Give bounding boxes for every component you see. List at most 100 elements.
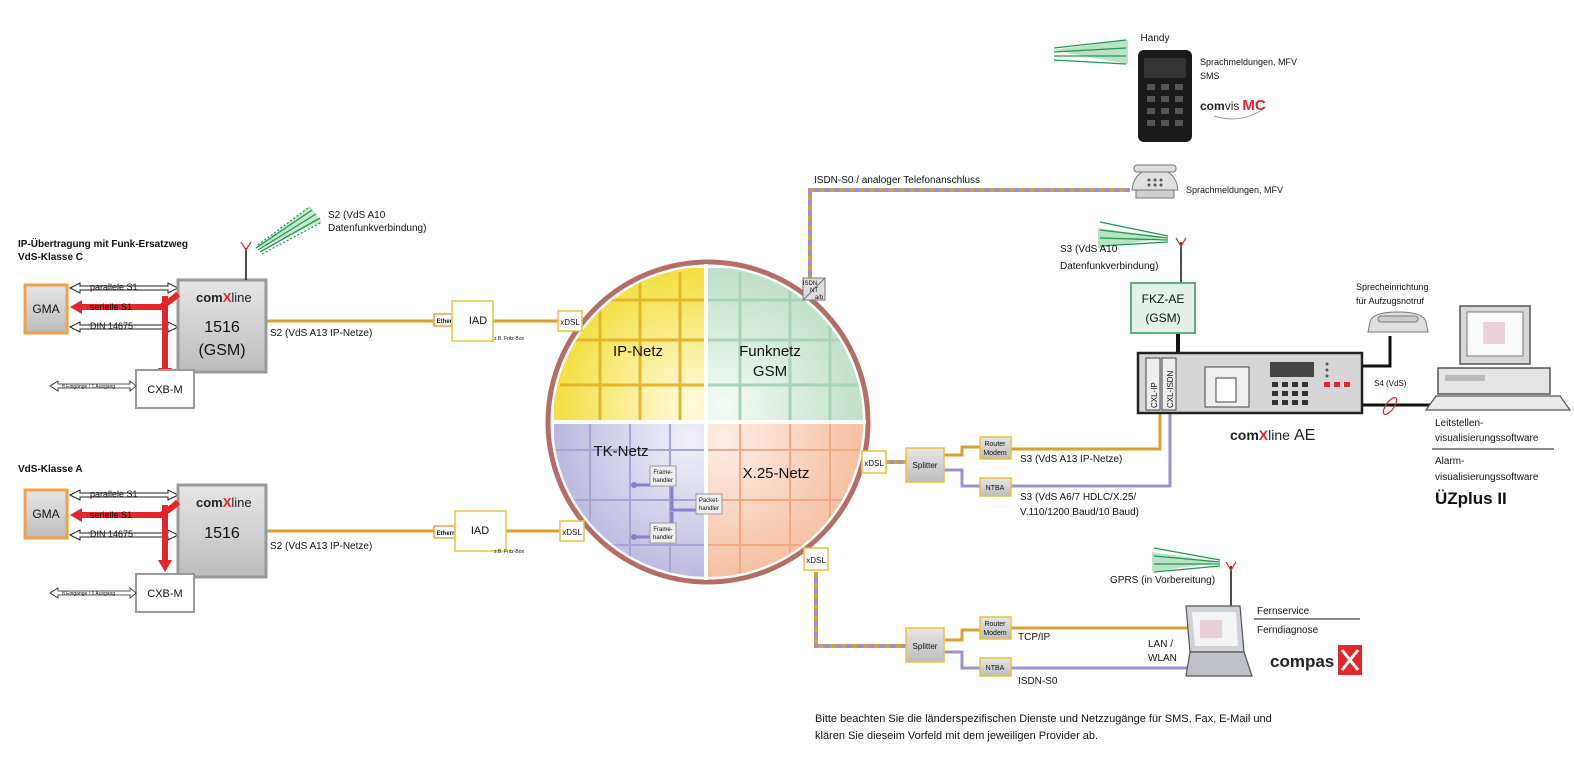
svg-text:xDSL: xDSL <box>560 318 580 327</box>
telephone-icon <box>1131 164 1179 199</box>
router-modem-bottom <box>979 616 1012 640</box>
label-radio-top-l1: S2 (VdS A10 <box>328 210 386 221</box>
label-alarm-l1: Alarm- <box>1435 456 1464 467</box>
xdsl-box-right: xDSL <box>861 450 887 474</box>
svg-text:xDSL: xDSL <box>562 528 582 537</box>
network-circle: IP-Netz Funknetz GSM TK-Netz X.25-Netz F… <box>545 259 887 585</box>
label-parallel-bottom: parallele S1 <box>90 489 138 499</box>
label-link-top: S2 (VdS A13 IP-Netze) <box>270 328 372 339</box>
label-io-top: 8 Eingänge / 1 Ausgang <box>62 384 115 390</box>
label-isdn-s0-bottom: ISDN-S0 <box>1018 676 1058 687</box>
cxb-m-top <box>135 369 195 409</box>
frame-handler-2: Frame- handler <box>649 522 677 544</box>
intercom-icon <box>1367 311 1429 333</box>
xdsl-box-bottom-left <box>559 520 585 542</box>
label-s4: S4 (VdS) <box>1374 379 1407 388</box>
label-sprech-l2: für Aufzugsnotruf <box>1356 296 1425 306</box>
top-group: ISDN-S0 / analoger Telefonanschluss Hand… <box>814 33 1297 199</box>
ntba-bottom <box>979 657 1012 677</box>
iad-box-top <box>451 300 494 342</box>
svg-text:ISDN: ISDN <box>803 281 817 287</box>
label-s3-radio-l1: S3 (VdS A10 <box>1060 244 1118 255</box>
svg-text:xDSL: xDSL <box>806 556 826 565</box>
pc-workstation <box>1424 305 1572 411</box>
label-s3-radio-l2: Datenfunkverbindung) <box>1060 261 1158 272</box>
laptop-icon <box>1185 605 1253 677</box>
svg-text:Frame-: Frame- <box>653 527 672 533</box>
svg-text:NT: NT <box>810 288 818 294</box>
iad-box-bottom <box>454 510 507 552</box>
link-router-ae <box>944 445 980 457</box>
right-group: S3 (VdS A10 Datenfunkverbindung) FKZ-AE … <box>905 221 1572 518</box>
svg-text:CXL-ISDN: CXL-ISDN <box>1166 370 1175 408</box>
ntba-right <box>979 477 1012 497</box>
comxline-ae-device: CXL-IP CXL-ISDN <box>1136 351 1364 415</box>
bottom-group: GPRS (in Vorbereitung) Splitter Router M… <box>815 547 1362 742</box>
svg-text:xDSL: xDSL <box>864 459 884 468</box>
svg-text:Splitter: Splitter <box>913 642 938 651</box>
fkz-ae-box <box>1130 282 1196 334</box>
label-tk-netz: TK-Netz <box>593 443 648 460</box>
svg-text:IAD: IAD <box>471 525 489 537</box>
svg-text:IAD: IAD <box>469 315 487 327</box>
link-ntba-ae <box>944 468 980 488</box>
isdn-nt-box: ISDN NT a/b <box>802 277 826 301</box>
label-handy: Handy <box>1141 33 1170 44</box>
svg-text:NTBA: NTBA <box>986 665 1005 672</box>
label-handy-l1: Sprachmeldungen, MFV <box>1200 57 1297 67</box>
svg-text:Splitter: Splitter <box>913 461 938 470</box>
comxline-1516 <box>176 483 268 579</box>
signal-waves-gprs <box>1152 547 1221 573</box>
heading-vds-a: VdS-Klasse A <box>18 464 83 475</box>
svg-text:1516: 1516 <box>204 525 240 542</box>
label-phone: Sprachmeldungen, MFV <box>1186 185 1283 195</box>
label-ferndiagnose: Ferndiagnose <box>1257 625 1319 636</box>
svg-text:GMA: GMA <box>32 507 59 521</box>
label-uzplus: ÜZplus II <box>1435 489 1507 508</box>
xdsl-box-bottom: xDSL <box>803 547 829 571</box>
compas-logo: compas <box>1270 652 1334 671</box>
label-link-bottom: S2 (VdS A13 IP-Netze) <box>270 541 372 552</box>
label-serial-top: serielle S1 <box>90 302 132 312</box>
label-fritz-top: z.B. Fritz-Box <box>494 336 525 342</box>
svg-text:Modem: Modem <box>983 450 1007 457</box>
heading-vds-c: VdS-Klasse C <box>18 252 83 263</box>
signal-waves-fkz <box>1098 221 1169 248</box>
compas-x-mark <box>1338 645 1362 675</box>
link-bottom-branch <box>814 572 906 648</box>
comxline-1516-gsm <box>176 278 268 374</box>
label-isdn-s0: ISDN-S0 / analoger Telefonanschluss <box>814 175 980 186</box>
gma-box-top <box>23 283 69 335</box>
svg-text:handler: handler <box>699 506 719 512</box>
packet-handler: Packet- handler <box>695 493 723 515</box>
label-funknetz: Funknetz <box>739 343 801 360</box>
label-gsm: GSM <box>753 363 787 380</box>
label-fritz-bottom: z.B. Fritz-Box <box>494 549 525 555</box>
network-ring <box>545 259 871 585</box>
splitter-bottom <box>905 627 945 663</box>
svg-text:handler: handler <box>653 478 673 484</box>
left-bottom-group: VdS-Klasse A GMA parallele S1 serielle S… <box>18 464 585 613</box>
svg-text:(GSM): (GSM) <box>1145 311 1180 325</box>
svg-text:Frame-: Frame- <box>653 470 672 476</box>
svg-text:comXline: comXline <box>196 495 252 510</box>
svg-text:CXL-IP: CXL-IP <box>1150 382 1159 408</box>
svg-text:Router: Router <box>984 621 1006 628</box>
label-s3-hdlc-l1: S3 (VdS A6/7 HDLC/X.25/ <box>1020 492 1136 503</box>
label-s3-hdlc-l2: V.110/1200 Baud/10 Baud) <box>1020 507 1139 518</box>
label-leit-l1: Leitstellen- <box>1435 418 1483 429</box>
label-alarm-l2: visualisierungssoftware <box>1435 472 1539 483</box>
label-sprech-l1: Sprecheinrichtung <box>1356 282 1429 292</box>
heading-ip-uebertragung: IP-Übertragung mit Funk-Ersatzweg <box>18 237 188 250</box>
svg-text:comXline: comXline <box>196 290 252 305</box>
handy-device <box>1138 50 1192 142</box>
gma-box-bottom <box>23 488 69 540</box>
signal-waves-handy <box>1052 39 1128 65</box>
splitter-right <box>905 447 945 483</box>
svg-text:FKZ-AE: FKZ-AE <box>1142 292 1185 306</box>
svg-text:GMA: GMA <box>32 302 59 316</box>
svg-text:CXB-M: CXB-M <box>147 588 182 600</box>
